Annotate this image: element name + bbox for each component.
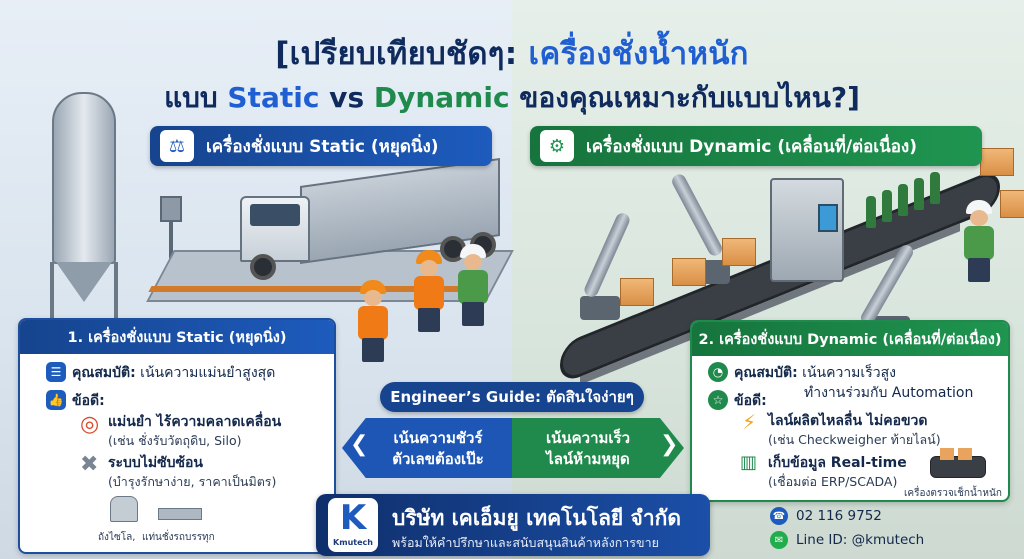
logo-letter: K <box>339 498 367 538</box>
dynamic-property: คุณสมบัติ: เน้นความเร็วสูง <box>734 365 896 381</box>
silo-small-icon <box>110 496 138 522</box>
dynamic-pro-1-title: ไลน์ผลิตไหลลื่น ไม่คอขวด <box>768 413 928 429</box>
dynamic-section-banner: ⚙ เครื่องชั่งแบบ Dynamic (เคลื่อนที่/ต่อ… <box>530 126 982 166</box>
arrow-left-icon: ❮ <box>350 432 369 457</box>
kmutech-logo <box>328 498 378 552</box>
contact-info: ☎ 02 116 9752 ✉ Line ID: @kmutech <box>770 504 1010 554</box>
star-icon: ☆ <box>708 390 728 410</box>
bar-chart-icon: ▥ <box>740 452 758 473</box>
scale-icon: ⚖ <box>160 130 194 162</box>
arrow-right-icon: ❯ <box>660 432 679 457</box>
page-title-line-1: [เปรียบเทียบชัดๆ: เครื่องชั่งน้ำหนัก <box>275 36 749 72</box>
static-pros-label: ข้อดี: <box>72 393 105 409</box>
thumbs-up-icon: 👍 <box>46 390 66 410</box>
cardboard-box <box>980 148 1014 176</box>
chat-icon: ✉ <box>770 531 788 549</box>
silo-illustration <box>52 92 116 264</box>
silo-cone <box>56 262 112 302</box>
page-title-line-2: แบบ Static vs Dynamic ของคุณเหมาะกับแบบไ… <box>164 81 860 114</box>
silo-caption: ถังไซโล, <box>98 532 136 543</box>
bottle <box>866 196 876 228</box>
engineer-guide-title: Engineer’s Guide: ตัดสินใจง่ายๆ <box>380 382 644 412</box>
static-pro-2-title: ระบบไม่ซับซ้อน <box>108 455 203 471</box>
operator-figure <box>962 200 996 282</box>
box-small-icon <box>958 448 972 460</box>
company-tagline: พร้อมให้คำปรึกษาและสนับสนุนสินค้าหลังการ… <box>392 535 659 550</box>
checklist-icon: ☰ <box>46 362 66 382</box>
lightning-icon: ⚡ <box>742 410 757 434</box>
dynamic-pro-1-detail: (เช่น Checkweigher ท้ายไลน์) <box>768 432 941 447</box>
company-banner <box>316 494 710 556</box>
silo-leg <box>50 262 54 328</box>
dynamic-panel-header: 2. เครื่องชั่งแบบ Dynamic (เคลื่อนที่/ต่… <box>692 322 1008 356</box>
static-choice-arrow <box>342 418 512 478</box>
cardboard-box <box>620 278 654 306</box>
dynamic-choice-text: เน้นความเร็ว ไลน์ห้ามหยุด <box>545 429 630 468</box>
cardboard-box <box>722 238 756 266</box>
bottle <box>930 172 940 204</box>
dynamic-choice-arrow <box>512 418 684 478</box>
static-panel-header: 1. เครื่องชั่งแบบ Static (หยุดนิ่ง) <box>20 320 334 354</box>
tools-icon: ✖ <box>80 452 99 477</box>
static-section-banner: ⚖ เครื่องชั่งแบบ Static (หยุดนิ่ง) <box>150 126 492 166</box>
static-pro-1-detail: (เช่น ชั่งรับวัตถุดิบ, Silo) <box>108 433 242 448</box>
bottle <box>898 184 908 216</box>
static-property: คุณสมบัติ: เน้นความแม่นยำสูงสุด <box>72 365 276 381</box>
dynamic-pro-2-detail: (เชื่อมต่อ ERP/SCADA) <box>768 474 898 489</box>
box-small-icon <box>940 448 954 460</box>
cardboard-box <box>1000 190 1024 218</box>
contact-phone[interactable]: ☎ 02 116 9752 <box>770 504 1010 528</box>
static-pro-2-detail: (บำรุงรักษาง่าย, ราคาเป็นมิตร) <box>108 474 277 489</box>
engineer-figure <box>412 250 446 332</box>
truck-scale-small-icon <box>158 508 202 520</box>
speedometer-icon: ◔ <box>708 362 728 382</box>
static-pro-1-title: แม่นยำ ไร้ความคลาดเคลื่อน <box>108 414 282 430</box>
phone-icon: ☎ <box>770 507 788 525</box>
dynamic-pro-2-title: เก็บข้อมูล Real-time <box>768 455 907 471</box>
static-choice-text: เน้นความชัวร์ ตัวเลขต้องเป๊ะ <box>392 429 484 468</box>
robot-base <box>580 296 620 320</box>
bottle <box>914 178 924 210</box>
silo-leg <box>114 262 118 328</box>
weight-indicator-illustration <box>160 196 182 222</box>
dynamic-pros-label: ข้อดี: <box>734 393 767 409</box>
bottle <box>882 190 892 222</box>
logo-name: Kmutech <box>333 538 373 547</box>
weight-indicator-pole <box>169 222 173 278</box>
contact-line[interactable]: ✉ Line ID: @kmutech <box>770 528 1010 552</box>
company-name: บริษัท เคเอ็มยู เทคโนโลยี จำกัด <box>392 506 681 530</box>
checkweigher-caption: เครื่องตรวจเช็กน้ำหนัก <box>904 488 1002 499</box>
truck-wheel <box>250 254 276 280</box>
truck-window <box>250 204 300 226</box>
cardboard-box <box>672 258 706 286</box>
dynamic-property-2: ทำงานร่วมกับ Automation <box>804 385 974 401</box>
truck-scale-caption: แท่นชั่งรถบรรทุก <box>142 532 215 543</box>
target-icon: ◎ <box>80 412 100 437</box>
engineer-figure <box>356 280 390 362</box>
robot-arm-icon: ⚙ <box>540 130 574 162</box>
engineer-figure <box>456 244 490 326</box>
machine-screen <box>818 204 838 232</box>
